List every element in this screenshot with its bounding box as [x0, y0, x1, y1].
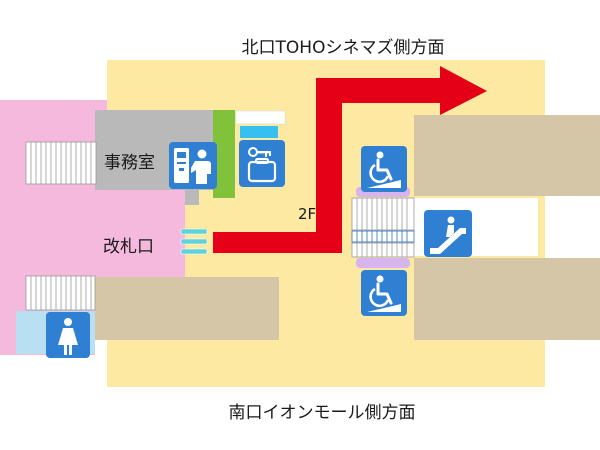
coin-locker-icon[interactable]: [239, 140, 285, 187]
floor-label: 2F: [298, 205, 317, 223]
stairs-center-bottom: [351, 242, 415, 258]
info-panel: [235, 110, 286, 125]
route-arrow[interactable]: [213, 66, 487, 253]
station-office-label: 事務室: [104, 153, 155, 173]
stairs-lower-left-steps: [30, 276, 92, 310]
structure-block-lower: [414, 258, 600, 340]
stairs-center-top-steps: [356, 198, 408, 230]
south-exit-label: 南口イオンモール側方面: [228, 403, 416, 423]
escalator-belt-steps: [356, 231, 408, 242]
stairs-lower-left: [25, 275, 96, 311]
ticket-gates: [180, 228, 208, 255]
ticket-machine-person-icon[interactable]: [169, 142, 217, 189]
wheelchair-ramp-icon-lower[interactable]: [361, 270, 407, 316]
stairs-upper-left-steps: [30, 142, 92, 184]
escalator-icon[interactable]: [424, 210, 472, 257]
wheelchair-ramp-icon-upper[interactable]: [361, 146, 407, 192]
north-exit-label: 北口TOHOシネマズ側方面: [241, 38, 445, 58]
structure-block-upper: [414, 115, 600, 196]
structure-block-left: [95, 277, 279, 340]
escalator-belt: [351, 230, 415, 243]
elevator-pad-lower: [356, 258, 410, 268]
locker-room: [213, 110, 235, 198]
info-panel-bar: [240, 126, 278, 138]
stairs-center-bottom-steps: [356, 243, 408, 257]
ticket-gate-label: 改札口: [103, 237, 154, 257]
woman-restroom-icon[interactable]: [46, 312, 90, 358]
stairs-center-top: [351, 197, 415, 231]
